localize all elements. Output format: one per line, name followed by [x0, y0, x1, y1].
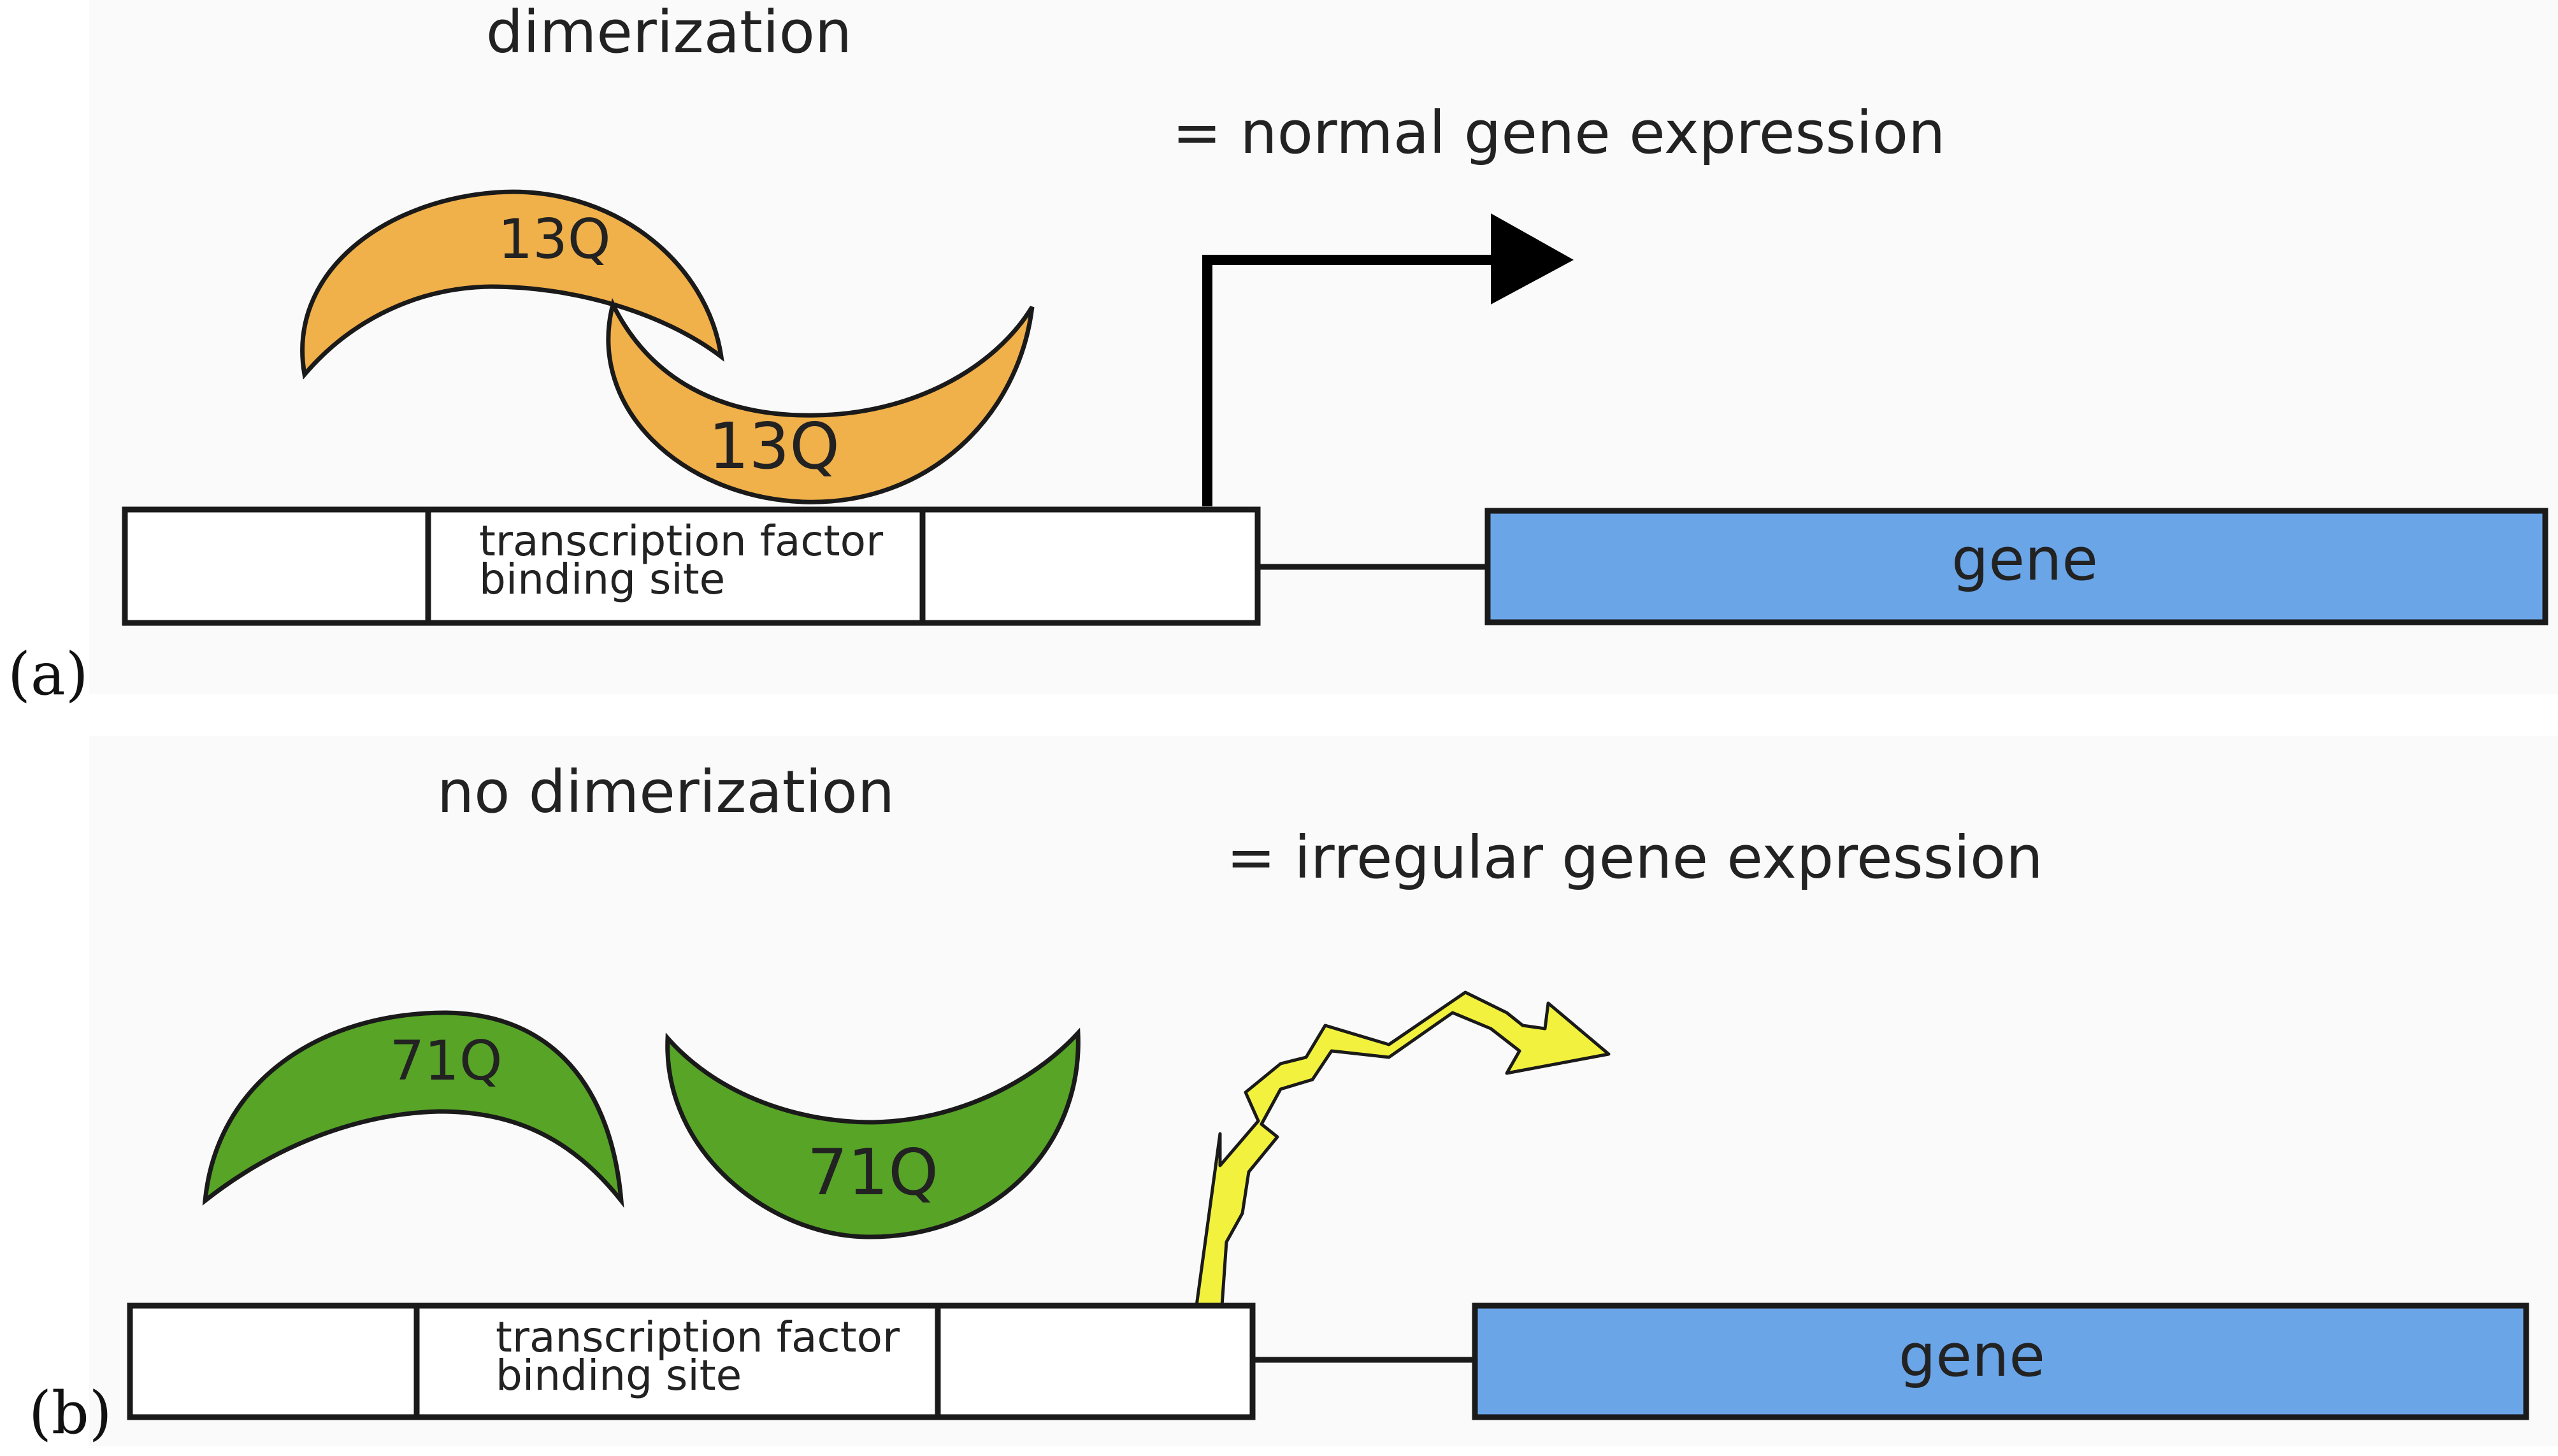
protein-13q-upper-label: 13Q	[498, 208, 610, 271]
panel-b-result-text: = irregular gene expression	[1226, 824, 2043, 892]
panel-b-promoter-region	[127, 1303, 1256, 1420]
panel-a-binding-site-line2: binding site	[479, 555, 725, 604]
panel-a-promoter-region	[122, 506, 1261, 626]
panel-a: dimerization = normal gene expression 13…	[8, 0, 2558, 708]
panel-b-irregular-expression-arrow	[1195, 990, 1611, 1308]
panel-a-expression-arrow-line	[1202, 255, 1510, 506]
protein-71q-right-label: 71Q	[807, 1135, 938, 1210]
panel-a-gene-label: gene	[1951, 525, 2098, 594]
panel-b-gene-box	[1472, 1303, 2529, 1420]
panel-b-label: (b)	[29, 1379, 112, 1447]
panel-a-title: dimerization	[486, 0, 852, 66]
panel-b-binding-site-line2: binding site	[496, 1351, 742, 1400]
protein-13q-upper	[300, 189, 724, 380]
panel-b: no dimerization = irregular gene express…	[29, 736, 2558, 1447]
panel-b-binding-site-line1: transcription factor	[496, 1313, 900, 1362]
protein-13q-lower-label: 13Q	[708, 409, 840, 483]
panel-a-binding-site-line1: transcription factor	[479, 517, 884, 566]
panel-a-gene-box	[1484, 508, 2548, 625]
protein-71q-left-label: 71Q	[389, 1029, 502, 1093]
protein-71q-right	[665, 1027, 1081, 1239]
panel-a-result-text: = normal gene expression	[1172, 99, 1945, 167]
panel-b-title: no dimerization	[437, 758, 895, 826]
protein-71q-left	[202, 1010, 624, 1208]
panel-b-gene-label: gene	[1899, 1322, 2045, 1390]
panel-a-expression-arrow-head	[1491, 213, 1574, 304]
protein-13q-lower	[606, 298, 1035, 504]
panel-a-label: (a)	[8, 640, 89, 708]
